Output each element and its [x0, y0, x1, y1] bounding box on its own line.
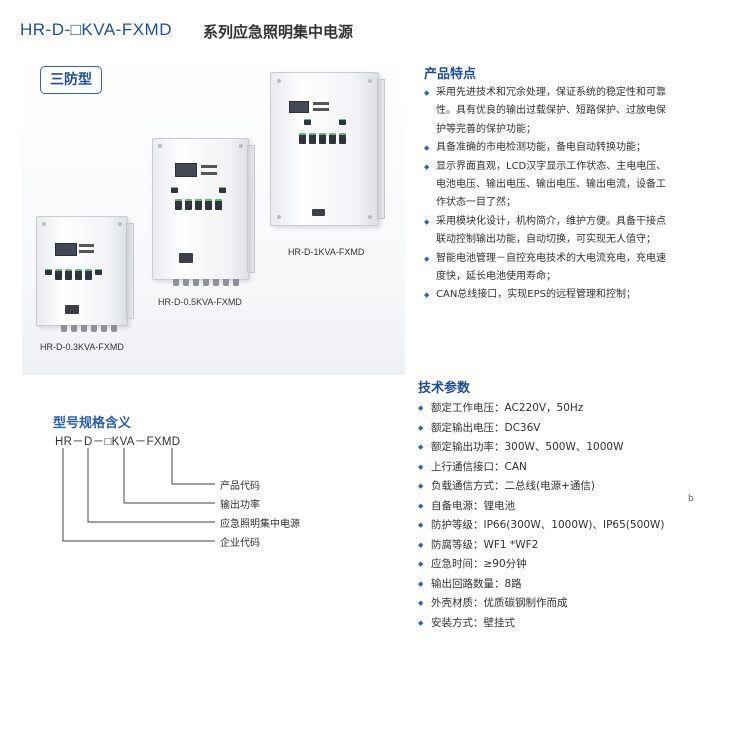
- indicator-slot: [201, 172, 217, 175]
- control-button: [205, 199, 212, 210]
- spec-item: 上行通信接口：CAN: [418, 458, 664, 478]
- type-badge: 三防型: [40, 66, 102, 94]
- screw: [158, 144, 162, 148]
- feature-item: 具备准确的市电检测功能，备电自动转换功能；: [424, 139, 669, 158]
- model-meaning-title: 型号规格含义: [53, 416, 132, 431]
- lcd-display: [289, 101, 309, 113]
- spec-item: 防护等级：IP66(300W、1000W)、IP65(500W): [418, 516, 664, 536]
- control-button: [304, 119, 311, 125]
- cabinet-1kva-label: HR-D-1KVA-FXMD: [288, 247, 365, 257]
- screw: [239, 144, 243, 148]
- model-part-emergency-power: 应急照明集中电源: [220, 519, 300, 530]
- product-model-heading: HR-D-□KVA-FXMD: [20, 20, 172, 39]
- control-button: [95, 269, 102, 275]
- cabinet-side: [247, 145, 255, 273]
- control-button: [185, 199, 192, 210]
- control-button: [309, 133, 316, 144]
- indicator-slot: [313, 108, 329, 111]
- specs-title: 技术参数: [418, 381, 471, 396]
- cabinet-1kva-image: [270, 72, 385, 226]
- nameplate: [65, 305, 79, 314]
- indicator-slot: [79, 250, 94, 253]
- cabinet-side: [126, 223, 134, 319]
- model-part-output-power: 输出功率: [220, 500, 260, 511]
- spec-item: 外壳材质：优质碳钢制作而成: [418, 594, 664, 614]
- model-code: HR－D－□KVA－FXMD: [55, 436, 181, 448]
- spec-item: 额定输出功率：300W、500W、1000W: [418, 438, 664, 458]
- spec-item: 自备电源：锂电池: [418, 497, 664, 517]
- control-button: [215, 199, 222, 210]
- screw: [368, 215, 372, 219]
- control-button: [339, 119, 346, 125]
- control-button: [319, 133, 326, 144]
- screw: [277, 79, 281, 83]
- indicator-slot: [201, 165, 217, 168]
- spec-item: 额定输出电压：DC36V: [418, 419, 664, 439]
- cable-glands: [61, 325, 117, 332]
- cabinet-0-3kva-label: HR-D-0.3KVA-FXMD: [40, 342, 124, 352]
- connector-line: [171, 448, 215, 485]
- connector-line: [123, 448, 215, 504]
- control-button: [299, 133, 306, 144]
- cabinet-0-3kva-image: [36, 216, 134, 332]
- control-button: [65, 269, 72, 280]
- lcd-display: [55, 243, 77, 256]
- screw: [118, 222, 122, 226]
- cable-glands: [173, 279, 239, 286]
- feature-item: 显示界面直观，LCD汉字显示工作状态、主电电压、电池电压、输出电压、输出电压、输…: [424, 158, 669, 213]
- specs-list: 额定工作电压：AC220V，50Hz 额定输出电压：DC36V 额定输出功率：3…: [418, 399, 664, 633]
- spec-item: 负载通信方式：二总线(电源+通信): [418, 477, 664, 497]
- control-button: [55, 269, 62, 280]
- feature-item: 采用模块化设计，机构简介，维护方便。具备干接点联动控制输出功能，自动切换，可实现…: [424, 213, 669, 250]
- control-button: [171, 187, 178, 193]
- connector-line: [87, 448, 215, 523]
- indicator-slot: [79, 244, 94, 247]
- feature-item: CAN总线接口，实现EPS的远程管理和控制；: [424, 286, 669, 305]
- model-part-company-code: 企业代码: [220, 538, 260, 549]
- control-button: [195, 199, 202, 210]
- cabinet-side: [377, 79, 385, 219]
- model-part-product-code: 产品代码: [220, 481, 260, 492]
- stray-mark: b: [688, 494, 694, 504]
- indicator-slot: [313, 102, 329, 105]
- features-title: 产品特点: [424, 67, 477, 82]
- nameplate: [179, 253, 193, 263]
- screw: [42, 222, 46, 226]
- spec-item: 额定工作电压：AC220V，50Hz: [418, 399, 664, 419]
- control-button: [75, 269, 82, 280]
- feature-item: 采用先进技术和冗余处理，保证系统的稳定性和可靠性。具有优良的输出过载保护、短路保…: [424, 84, 669, 139]
- lcd-display: [175, 163, 197, 177]
- spec-item: 应急时间：≥90分钟: [418, 555, 664, 575]
- control-button: [85, 269, 92, 280]
- spec-item: 防腐等级：WF1 *WF2: [418, 536, 664, 556]
- connector-line: [62, 448, 215, 542]
- control-button: [45, 269, 52, 275]
- spec-item: 安装方式：壁挂式: [418, 614, 664, 634]
- control-button: [175, 199, 182, 210]
- nameplate: [312, 209, 325, 216]
- cabinet-0-5kva-image: [152, 138, 255, 286]
- features-list: 采用先进技术和冗余处理，保证系统的稳定性和可靠性。具有优良的输出过载保护、短路保…: [424, 84, 669, 305]
- screw: [277, 215, 281, 219]
- spec-item: 输出回路数量：8路: [418, 575, 664, 595]
- control-button: [329, 133, 336, 144]
- screw: [368, 79, 372, 83]
- product-series-title: 系列应急照明集中电源: [203, 23, 354, 41]
- feature-item: 智能电池管理－自控充电技术的大电流充电，充电速度快，延长电池使用寿命；: [424, 250, 669, 287]
- control-button: [339, 133, 346, 144]
- control-button: [219, 187, 226, 193]
- cabinet-0-5kva-label: HR-D-0.5KVA-FXMD: [158, 297, 242, 307]
- model-breakdown-diagram: [62, 448, 215, 542]
